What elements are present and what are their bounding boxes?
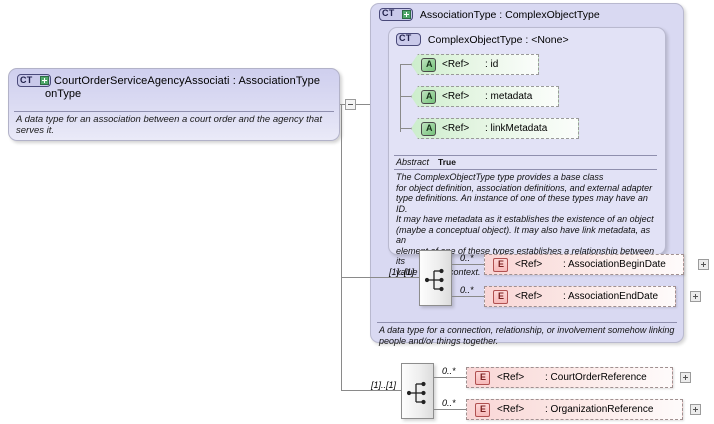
element-node-courtorderreference[interactable]: E <Ref> : CourtOrderReference xyxy=(466,367,673,388)
connector-outer-child-2 xyxy=(434,409,466,410)
doc-line: type definitions. An instance of one of … xyxy=(396,193,648,214)
occurrence-label: 0..* xyxy=(460,285,474,295)
outer-sequence-cardinality: [1]..[1] xyxy=(371,380,397,390)
element-icon-label: E xyxy=(498,291,505,301)
attribute-ref-label: <Ref> xyxy=(442,123,470,134)
element-name-label: : AssociationEndDate xyxy=(563,291,659,302)
inner-abstract-rule-bottom xyxy=(394,169,657,170)
element-icon-label: E xyxy=(480,372,487,382)
element-name-label: : CourtOrderReference xyxy=(545,372,647,383)
root-documentation: A data type for an association between a… xyxy=(16,114,322,136)
collapse-toggle-root[interactable] xyxy=(345,99,356,110)
sequence-compositor-inner[interactable] xyxy=(419,250,452,306)
attribute-node-id[interactable]: A <Ref> : id xyxy=(411,54,539,75)
abstract-row: Abstract True xyxy=(396,157,456,167)
ct-icon-label: CT xyxy=(20,75,33,85)
attribute-node-metadata[interactable]: A <Ref> : metadata xyxy=(411,86,559,107)
attribute-ref-label: <Ref> xyxy=(442,59,470,70)
expand-button-courtorderreference[interactable] xyxy=(680,372,691,383)
plus-icon[interactable] xyxy=(40,76,49,85)
sequence-compositor-icon xyxy=(407,381,426,405)
inner-abstract-rule-top xyxy=(394,155,657,156)
element-ref-label: <Ref> xyxy=(497,372,525,383)
inner-sequence-cardinality: [1]..[1] xyxy=(389,267,415,277)
attribute-ref-label: <Ref> xyxy=(442,91,470,102)
element-ref-label: <Ref> xyxy=(515,259,543,270)
attribute-name-label: : metadata xyxy=(485,91,533,102)
expand-button-associationenddate[interactable] xyxy=(690,291,701,302)
doc-line: for object definition, association defin… xyxy=(396,182,653,193)
connector-inner-child-1 xyxy=(452,264,484,265)
connector-outer-child-1 xyxy=(434,377,466,378)
element-name-label: : AssociationBeginDate xyxy=(563,259,666,270)
root-title-row: CT CourtOrderServiceAgencyAssociati : As… xyxy=(17,74,333,101)
complextype-expandable-icon-outer[interactable]: CT xyxy=(379,8,413,21)
doc-line: The ComplexObjectType type provides a ba… xyxy=(396,172,604,182)
element-node-associationbegindate[interactable]: E <Ref> : AssociationBeginDate xyxy=(484,254,684,275)
associationtype-title-text: AssociationType : ComplexObjectType xyxy=(419,9,600,21)
element-node-organizationreference[interactable]: E <Ref> : OrganizationReference xyxy=(466,399,683,420)
element-icon-label: E xyxy=(498,259,505,269)
connector-attr-1 xyxy=(400,64,412,65)
connector-attr-trunk xyxy=(400,64,401,132)
connector-outer-seq-riser xyxy=(341,104,342,391)
attribute-name-label: : linkMetadata xyxy=(485,123,548,134)
attribute-icon-label: A xyxy=(426,123,433,133)
root-separator xyxy=(14,111,334,112)
element-icon-label: E xyxy=(480,404,487,414)
doc-line: (maybe a conceptual object). It may also… xyxy=(396,224,651,246)
connector-attr-3 xyxy=(400,128,412,129)
occurrence-label: 0..* xyxy=(442,366,456,376)
connector-inner-child-2 xyxy=(452,296,484,297)
connector-attr-2 xyxy=(400,96,412,97)
plus-icon-outer[interactable] xyxy=(402,10,411,19)
doc-line: element of one of these types establishe… xyxy=(396,245,655,267)
attribute-icon: A xyxy=(421,58,436,72)
connector-inner-seq-in xyxy=(341,277,419,278)
connector-root-right xyxy=(356,104,370,105)
element-icon: E xyxy=(475,371,490,385)
element-ref-label: <Ref> xyxy=(515,291,543,302)
sequence-compositor-outer[interactable] xyxy=(401,363,434,419)
element-icon: E xyxy=(493,258,508,272)
connector-root-stub xyxy=(340,104,345,105)
element-icon: E xyxy=(475,403,490,417)
element-icon: E xyxy=(493,290,508,304)
sequence-compositor-icon xyxy=(425,268,444,292)
attribute-icon-label: A xyxy=(426,59,433,69)
attribute-name-label: : id xyxy=(485,59,499,70)
element-name-label: : OrganizationReference xyxy=(545,404,654,415)
root-title-text: CourtOrderServiceAgencyAssociati : Assoc… xyxy=(54,75,321,87)
complexobjecttype-title-text: ComplexObjectType : <None> xyxy=(427,34,569,46)
attribute-icon-label: A xyxy=(426,91,433,101)
abstract-key: Abstract xyxy=(396,157,430,167)
occurrence-label: 0..* xyxy=(460,253,474,263)
occurrence-label: 0..* xyxy=(442,398,456,408)
expand-button-associationbegindate[interactable] xyxy=(698,259,709,270)
ct-icon-label-outer: CT xyxy=(382,8,395,18)
associationtype-title-row: CT AssociationType : ComplexObjectType xyxy=(379,8,600,21)
attribute-node-linkmetadata[interactable]: A <Ref> : linkMetadata xyxy=(411,118,579,139)
root-complextype-box[interactable]: CT CourtOrderServiceAgencyAssociati : As… xyxy=(8,68,340,141)
abstract-value: True xyxy=(438,157,456,167)
expand-button-organizationreference[interactable] xyxy=(690,404,701,415)
associationtype-documentation: A data type for a connection, relationsh… xyxy=(379,325,675,346)
element-ref-label: <Ref> xyxy=(497,404,525,415)
element-node-associationenddate[interactable]: E <Ref> : AssociationEndDate xyxy=(484,286,676,307)
complexobjecttype-title-row: CT ComplexObjectType : <None> xyxy=(396,33,569,46)
root-title-text-line2: onType xyxy=(45,88,82,100)
complextype-icon-inner[interactable]: CT xyxy=(396,33,421,46)
ct-icon-label-inner: CT xyxy=(399,33,412,43)
attribute-icon: A xyxy=(421,90,436,104)
doc-line: It may have metadata as it establishes t… xyxy=(396,214,654,224)
outer-doc-rule xyxy=(377,322,677,323)
connector-outer-seq-in xyxy=(341,390,402,391)
attribute-icon: A xyxy=(421,122,436,136)
complextype-expandable-icon[interactable]: CT xyxy=(17,74,51,87)
